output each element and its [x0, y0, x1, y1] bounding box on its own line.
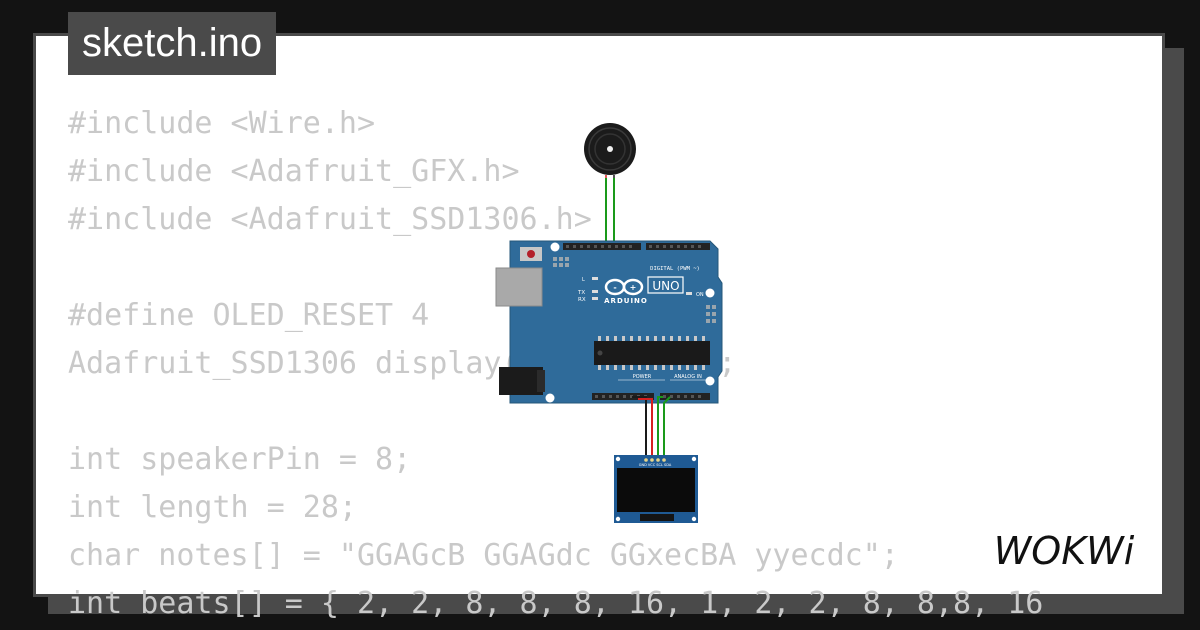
svg-text:+: + — [630, 283, 637, 292]
wokwi-logo-icon: WOKWi — [994, 529, 1135, 573]
arduino-infinity-logo-icon: - + — [604, 278, 644, 296]
power-header-label: POWER — [633, 374, 652, 380]
code-line: #include <Adafruit_GFX.h> — [68, 154, 520, 189]
tx-led-label: TX — [577, 290, 585, 296]
code-line: #define OLED_RESET 4 — [68, 298, 430, 333]
piezo-buzzer-icon[interactable] — [584, 123, 636, 179]
board-model-label: UNO — [652, 279, 679, 293]
on-led-label: ON — [696, 292, 704, 298]
oled-pin-labels: GND VCC SCL SDA — [639, 463, 672, 467]
arduino-uno-board[interactable]: DIGITAL (PWM ~) L TX RX ON - + UNO ARDUI… — [495, 240, 723, 404]
code-line: #include <Adafruit_SSD1306.h> — [68, 202, 592, 237]
code-line: int beats[] = { 2, 2, 8, 8, 8, 16, 1, 2,… — [68, 586, 1044, 621]
rx-led-label: RX — [578, 297, 586, 303]
svg-text:-: - — [613, 283, 616, 292]
oled-wires — [632, 396, 671, 459]
digital-header-label: DIGITAL (PWM ~) — [650, 266, 700, 272]
buzzer-wires — [605, 178, 615, 246]
file-tab[interactable]: sketch.ino — [68, 12, 277, 75]
code-line: char notes[] = "GGAGcB GGAGdc GGxecBA yy… — [68, 538, 899, 573]
wokwi-logo-text: WOKWi — [994, 529, 1135, 573]
code-line: int speakerPin = 8; — [68, 442, 412, 477]
board-brand-label: ARDUINO — [604, 297, 648, 305]
circuit-diagram: DIGITAL (PWM ~) L TX RX ON - + UNO ARDUI… — [495, 123, 723, 523]
file-tab-label: sketch.ino — [82, 21, 263, 65]
code-line: #include <Wire.h> — [68, 106, 376, 141]
oled-display[interactable]: GND VCC SCL SDA — [614, 455, 698, 523]
analog-header-label: ANALOG IN — [674, 374, 702, 380]
l-led-label: L — [582, 277, 585, 283]
code-line: int length = 28; — [68, 490, 357, 525]
